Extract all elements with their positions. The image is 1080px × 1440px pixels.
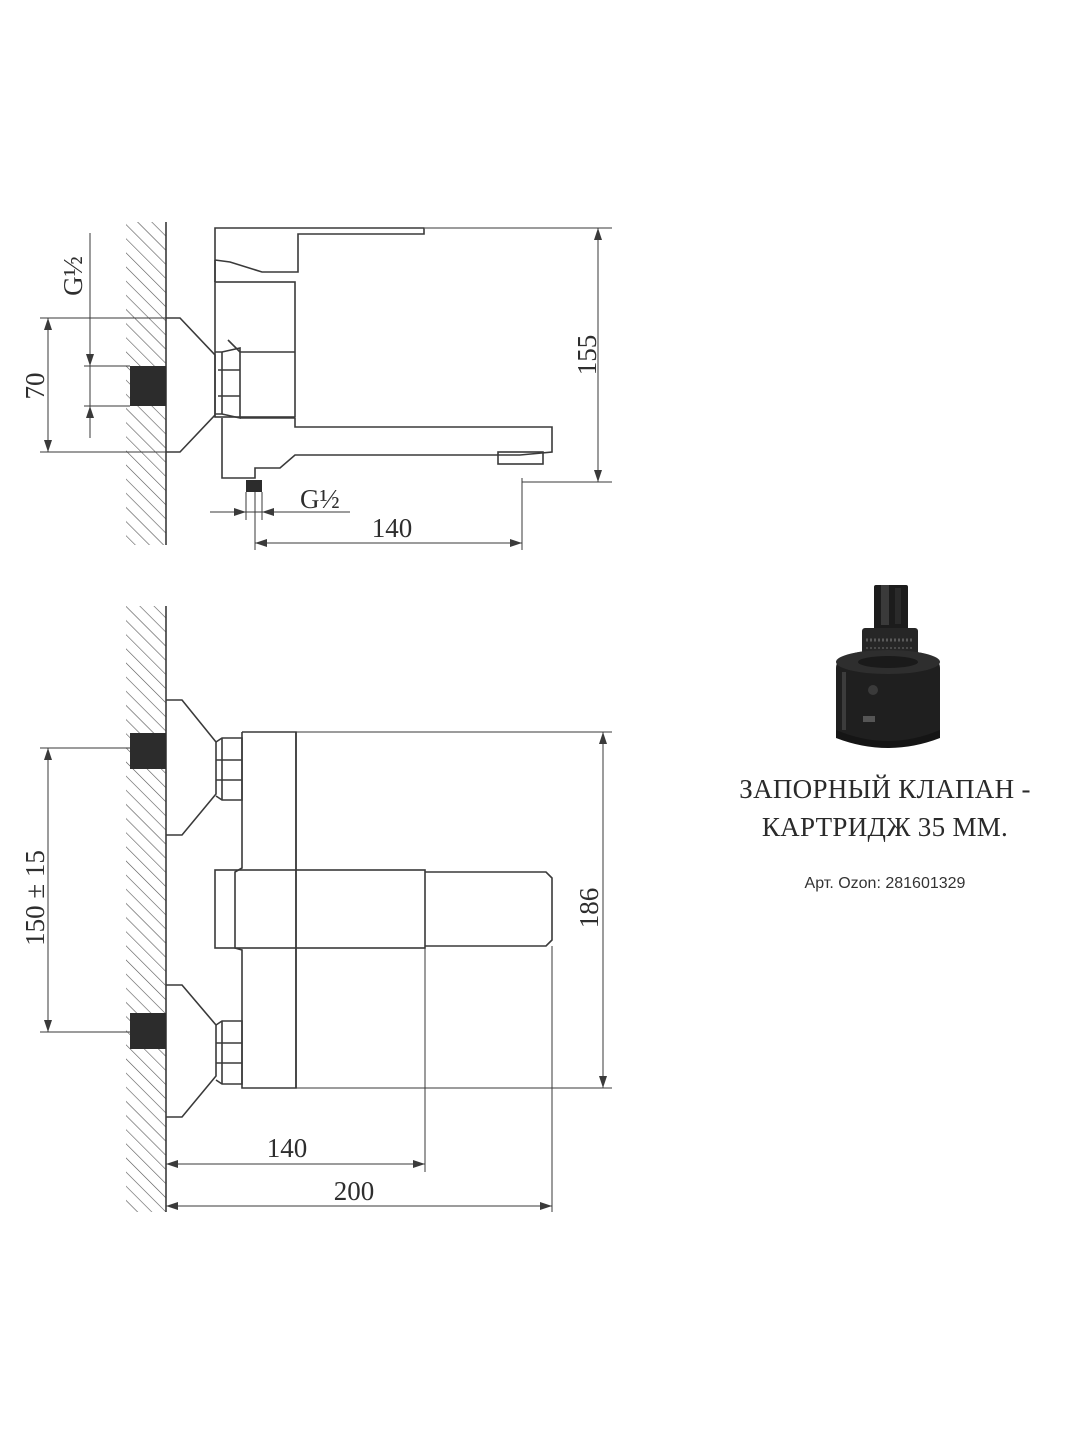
dim-186: 186 (574, 888, 604, 929)
dim-140-top: 140 (267, 1133, 308, 1163)
cartridge-caption: ЗАПОРНЫЙ КЛАПАН - КАРТРИДЖ 35 ММ. (700, 770, 1070, 846)
hex-nut-lower (215, 1020, 243, 1085)
inlet-pipe-top (130, 366, 166, 406)
article-number: Арт. Ozon: 281601329 (804, 875, 966, 892)
lever-tip (425, 871, 553, 947)
inlet-pipe-lower (130, 1013, 166, 1049)
top-view (40, 606, 612, 1212)
spout-side (221, 418, 553, 479)
cartridge-image (836, 585, 940, 748)
dim-70: 70 (20, 373, 50, 400)
thread-label-outlet: G½ (300, 484, 340, 514)
thread-label-inlet: G½ (58, 256, 88, 296)
lever-handle-side (214, 227, 425, 282)
faucet-body-top (234, 731, 297, 1089)
escutcheon-upper (166, 699, 217, 836)
faucet-body-side (214, 281, 296, 418)
inlet-pipe-upper (130, 733, 166, 769)
wall-hatch-bottom (126, 606, 166, 1212)
lever-handle-top (214, 869, 426, 949)
dim-200: 200 (334, 1176, 375, 1206)
escutcheon-lower (166, 984, 217, 1118)
outlet-nipple (246, 480, 262, 492)
side-view (40, 222, 612, 550)
caption-line-1: ЗАПОРНЫЙ КЛАПАН - (739, 774, 1031, 804)
aerator (497, 451, 544, 465)
hex-nut-upper (215, 737, 243, 801)
hex-nut-top (215, 347, 241, 419)
dim-155: 155 (572, 335, 602, 376)
dim-150-15: 150 ± 15 (20, 850, 50, 946)
dim-140-side: 140 (372, 513, 413, 543)
caption-line-2: КАРТРИДЖ 35 ММ. (761, 812, 1009, 842)
escutcheon-top (166, 317, 216, 453)
